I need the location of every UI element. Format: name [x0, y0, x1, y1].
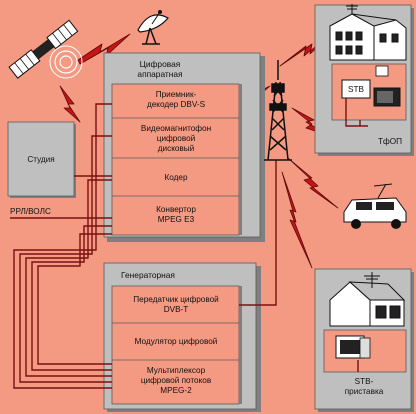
- modulator-box: Модулятор цифровой: [112, 337, 239, 361]
- coder-box: Кодер: [112, 173, 239, 197]
- bolt-tower-stb: [281, 171, 313, 269]
- line-transmitter-tower: [239, 160, 277, 306]
- building-icon: [329, 4, 407, 61]
- mux-line1: Мультиплексор: [147, 366, 206, 375]
- multiplexer-box: Мультиплексор цифровой потоков MPEG-2: [141, 366, 211, 395]
- bolt-tower-car: [287, 157, 339, 209]
- modulator-label: Модулятор цифровой: [135, 337, 218, 346]
- vcr-box: Видеомагнитофон цифровой дисковый: [112, 124, 239, 159]
- house-icon: [329, 272, 406, 327]
- receiver-decoder-box: Приемник- декодер DBV-S: [112, 90, 239, 119]
- receiver-line1: Приемник-: [156, 90, 197, 99]
- converter-line1: Конвертор: [156, 205, 196, 214]
- studio-block: Студия: [7, 121, 76, 198]
- transmitter-line2: DVB-T: [164, 305, 189, 314]
- vcr-line1: Видеомагнитофон: [141, 124, 211, 133]
- vcr-line3: дисковый: [158, 144, 194, 153]
- tfop-label: ТфОП: [378, 137, 402, 146]
- converter-box: Конвертор MPEG E3: [156, 205, 196, 224]
- bus-line-2: [19, 135, 112, 383]
- tv-icon: [373, 87, 401, 107]
- tower-icon: [264, 60, 292, 161]
- generator-block: Генераторная Передатчик цифровой DVB-T М…: [103, 262, 261, 412]
- connection-lines: [10, 103, 277, 389]
- tv-icon-stb: [335, 335, 371, 359]
- bus-line-3: [25, 179, 112, 377]
- stb-device-icon: STB: [341, 79, 371, 99]
- apparatus-title-line1: Цифровая: [140, 59, 181, 69]
- stb-box-line2: приставка: [345, 387, 384, 396]
- coder-label: Кодер: [164, 173, 187, 182]
- bolt-satellite-dish: [77, 33, 131, 65]
- transmitter-line1: Передатчик цифровой: [133, 295, 218, 304]
- converter-line2: MPEG E3: [158, 215, 195, 224]
- stb-house-block: STB- приставка: [314, 268, 414, 412]
- computer-icon: [375, 65, 389, 77]
- transmitter-box: Передатчик цифровой DVB-T: [112, 295, 239, 324]
- bus-line-1: [13, 103, 112, 389]
- mux-line3: MPEG-2: [160, 386, 192, 395]
- stb-label: STB: [348, 85, 364, 94]
- bolt-satellite-down: [59, 85, 81, 123]
- bus-line-5: [37, 233, 112, 365]
- receiver-line2: декодер DBV-S: [147, 100, 206, 109]
- satellite-dish-icon: [137, 10, 169, 45]
- car-icon: [343, 183, 407, 229]
- rrl-label: РРЛ/ВОЛС: [10, 207, 51, 216]
- vcr-line2: цифровой: [157, 134, 196, 143]
- studio-label: Студия: [27, 155, 54, 164]
- stb-box-line1: STB-: [355, 377, 374, 386]
- digital-apparatus-block: Цифровая аппаратная Приемник- декодер DB…: [103, 52, 265, 242]
- apparatus-title-line2: аппаратная: [137, 69, 182, 79]
- tfop-house-block: STB ТфОП: [314, 4, 414, 156]
- satellite-icon: [8, 19, 83, 79]
- bus-line-4: [31, 225, 112, 371]
- generator-title: Генераторная: [121, 270, 175, 280]
- mux-line2: цифровой потоков: [141, 376, 211, 385]
